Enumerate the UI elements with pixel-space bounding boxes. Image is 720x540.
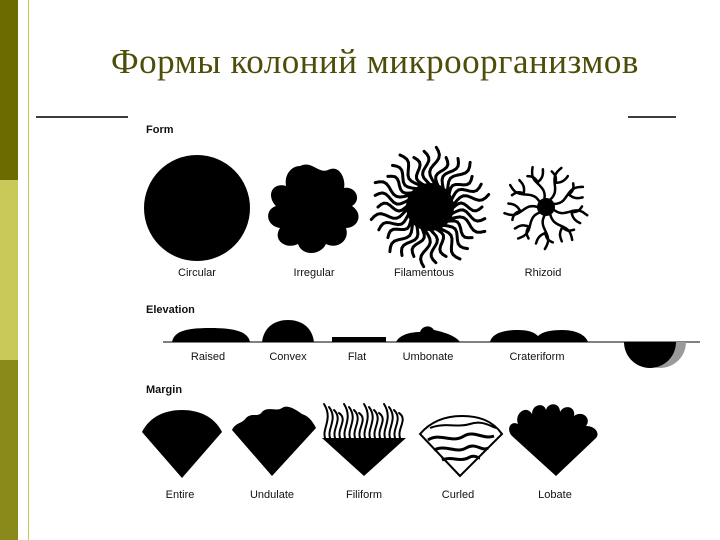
form-heading: Form [146,124,174,136]
irregular-colony [268,164,359,253]
label-flat: Flat [348,351,366,363]
label-entire: Entire [166,489,195,501]
undulate-margin-wedge [232,406,316,476]
label-curled: Curled [442,489,474,501]
label-filamentous: Filamentous [394,267,454,279]
umbonate-profile [396,326,460,342]
filamentous-colony [369,145,491,269]
label-raised: Raised [191,351,225,363]
label-irregular: Irregular [294,267,335,279]
sidebar-stripe-middle [0,180,18,360]
slide-title: Формы колоний микроорганизмов [111,42,639,81]
raised-profile [172,328,250,342]
label-circular: Circular [178,267,216,279]
title-rule-right [628,116,676,118]
sidebar-stripe-top [0,0,18,180]
entire-margin-wedge [142,410,222,478]
label-undulate: Undulate [250,489,294,501]
label-umbonate: Umbonate [403,351,454,363]
shaded-hemisphere-graphic [624,342,686,368]
filiform-margin-wedge [322,403,406,476]
rhizoid-colony [503,165,589,251]
margin-heading: Margin [146,384,182,396]
flat-profile [332,337,386,342]
elevation-heading: Elevation [146,304,195,316]
label-convex: Convex [269,351,307,363]
title-rule-left [36,116,128,118]
label-rhizoid: Rhizoid [525,267,562,279]
label-crateriform: Crateriform [509,351,564,363]
convex-profile [262,320,314,342]
sidebar-stripe-bottom [0,360,18,540]
lobate-margin-wedge [509,404,598,476]
curled-margin-wedge [418,414,504,478]
crateriform-profile [490,330,588,342]
sidebar-divider [28,0,29,540]
label-filiform: Filiform [346,489,382,501]
circular-colony [144,155,250,261]
label-lobate: Lobate [538,489,572,501]
